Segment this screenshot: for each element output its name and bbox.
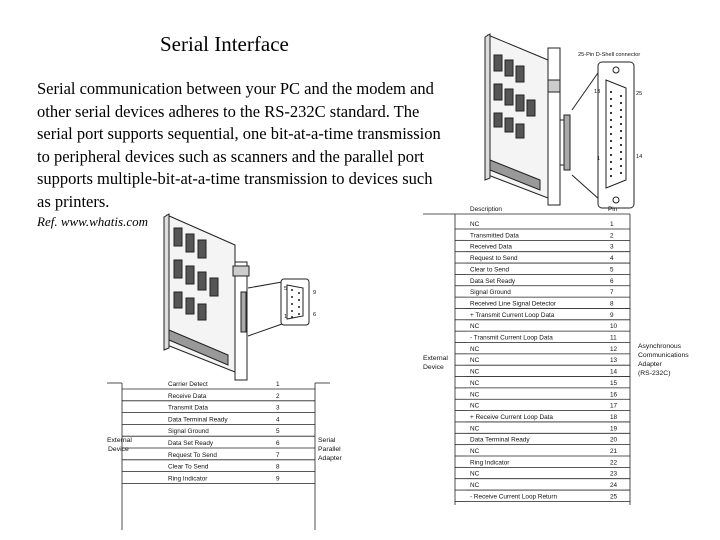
table-cell-pin: 18 <box>610 414 618 421</box>
table-cell-description: NC <box>470 425 480 432</box>
table-cell-pin: 23 <box>610 471 618 478</box>
table-cell-pin: 4 <box>276 416 280 423</box>
table25-left-label: External <box>423 355 448 362</box>
table-cell-pin: 21 <box>610 448 618 455</box>
table-cell-pin: 2 <box>610 232 614 239</box>
table25-right-label: Asynchronous <box>638 343 682 350</box>
table-cell-description: NC <box>470 448 480 455</box>
table-cell-pin: 12 <box>610 346 618 353</box>
table25-left-label: Device <box>423 364 444 371</box>
table25-right-label: Communications <box>638 352 689 359</box>
table-cell-description: Ring Indicator <box>168 475 208 482</box>
table-cell-pin: 3 <box>610 244 614 251</box>
table-cell-description: Clear To Send <box>168 464 209 471</box>
table-cell-description: Signal Ground <box>168 428 209 435</box>
table-cell-pin: 6 <box>276 440 280 447</box>
table-cell-pin: 22 <box>610 459 618 466</box>
table-cell-pin: 1 <box>610 221 614 228</box>
table-cell-pin: 8 <box>276 464 280 471</box>
table-cell-pin: 17 <box>610 403 618 410</box>
table-cell-description: - Receive Current Loop Return <box>470 493 557 500</box>
table-cell-pin: 20 <box>610 437 618 444</box>
table25-right-label: (RS-232C) <box>638 370 670 377</box>
table-cell-description: - Transmit Current Loop Data <box>470 335 553 342</box>
table-cell-pin: 15 <box>610 380 618 387</box>
table25-right-label: Adapter <box>638 361 663 368</box>
table-cell-pin: 25 <box>610 493 618 500</box>
table-cell-pin: 13 <box>610 357 618 364</box>
table-cell-description: + Transmit Current Loop Data <box>470 312 555 319</box>
table-cell-description: NC <box>470 482 480 489</box>
table-cell-description: Transmit Data <box>168 405 208 412</box>
table-cell-description: Data Terminal Ready <box>168 416 228 423</box>
table-cell-pin: 5 <box>276 428 280 435</box>
nine-pin-table-lines <box>107 382 330 530</box>
table-cell-pin: 9 <box>276 475 280 482</box>
table-cell-pin: 6 <box>610 278 614 285</box>
table-cell-description: NC <box>470 369 480 376</box>
table-cell-description: Clear to Send <box>470 266 510 273</box>
table-cell-description: Data Terminal Ready <box>470 437 530 444</box>
table-cell-pin: 24 <box>610 482 618 489</box>
table-cell-pin: 5 <box>610 266 614 273</box>
table-cell-description: NC <box>470 391 480 398</box>
nine-pin-left-label: Device <box>108 446 129 453</box>
table-cell-pin: 7 <box>610 289 614 296</box>
table-cell-pin: 3 <box>276 405 280 412</box>
table-cell-description: NC <box>470 471 480 478</box>
table-cell-description: Received Data <box>470 244 512 251</box>
table-cell-description: Receive Data <box>168 393 207 400</box>
table-cell-description: Request to Send <box>470 255 518 262</box>
table-cell-pin: 8 <box>610 300 614 307</box>
table-cell-description: Ring Indicator <box>470 459 510 466</box>
table-cell-description: NC <box>470 403 480 410</box>
nine-pin-right-label: Serial <box>318 437 336 444</box>
page-title: Serial Interface <box>160 32 289 56</box>
table-cell-pin: 16 <box>610 391 618 398</box>
reference-note: Ref. www.whatis.com <box>37 214 148 229</box>
table-cell-pin: 10 <box>610 323 618 330</box>
table-cell-description: Data Set Ready <box>470 278 516 285</box>
body-paragraph: Serial communication between your PC and… <box>37 79 441 211</box>
table-cell-pin: 1 <box>276 381 280 388</box>
table-cell-description: Signal Ground <box>470 289 511 296</box>
table25-header-description: Description <box>470 206 502 213</box>
table-cell-description: Transmitted Data <box>470 232 519 239</box>
nine-pin-left-label: External <box>107 437 132 444</box>
table-cell-pin: 7 <box>276 452 280 459</box>
table-cell-description: NC <box>470 346 480 353</box>
table-cell-description: NC <box>470 323 480 330</box>
table-cell-description: NC <box>470 357 480 364</box>
table-cell-pin: 19 <box>610 425 618 432</box>
nine-pin-right-label: Parallel <box>318 446 341 453</box>
table-cell-description: + Receive Current Loop Data <box>470 414 553 421</box>
table-cell-pin: 4 <box>610 255 614 262</box>
table-cell-description: NC <box>470 221 480 228</box>
table-cell-pin: 9 <box>610 312 614 319</box>
table-cell-pin: 14 <box>610 369 618 376</box>
twenty-five-pin-table-lines <box>423 213 631 505</box>
table-cell-description: Carrier Detect <box>168 381 208 388</box>
table-cell-description: Data Set Ready <box>168 440 214 447</box>
table-cell-description: Request To Send <box>168 452 217 459</box>
table25-header-pin: Pin <box>608 206 618 213</box>
table-cell-description: NC <box>470 380 480 387</box>
table-cell-pin: 2 <box>276 393 280 400</box>
table-cell-description: Received Line Signal Detector <box>470 300 557 307</box>
table-cell-pin: 11 <box>610 335 617 342</box>
nine-pin-right-label: Adapter <box>318 455 343 462</box>
